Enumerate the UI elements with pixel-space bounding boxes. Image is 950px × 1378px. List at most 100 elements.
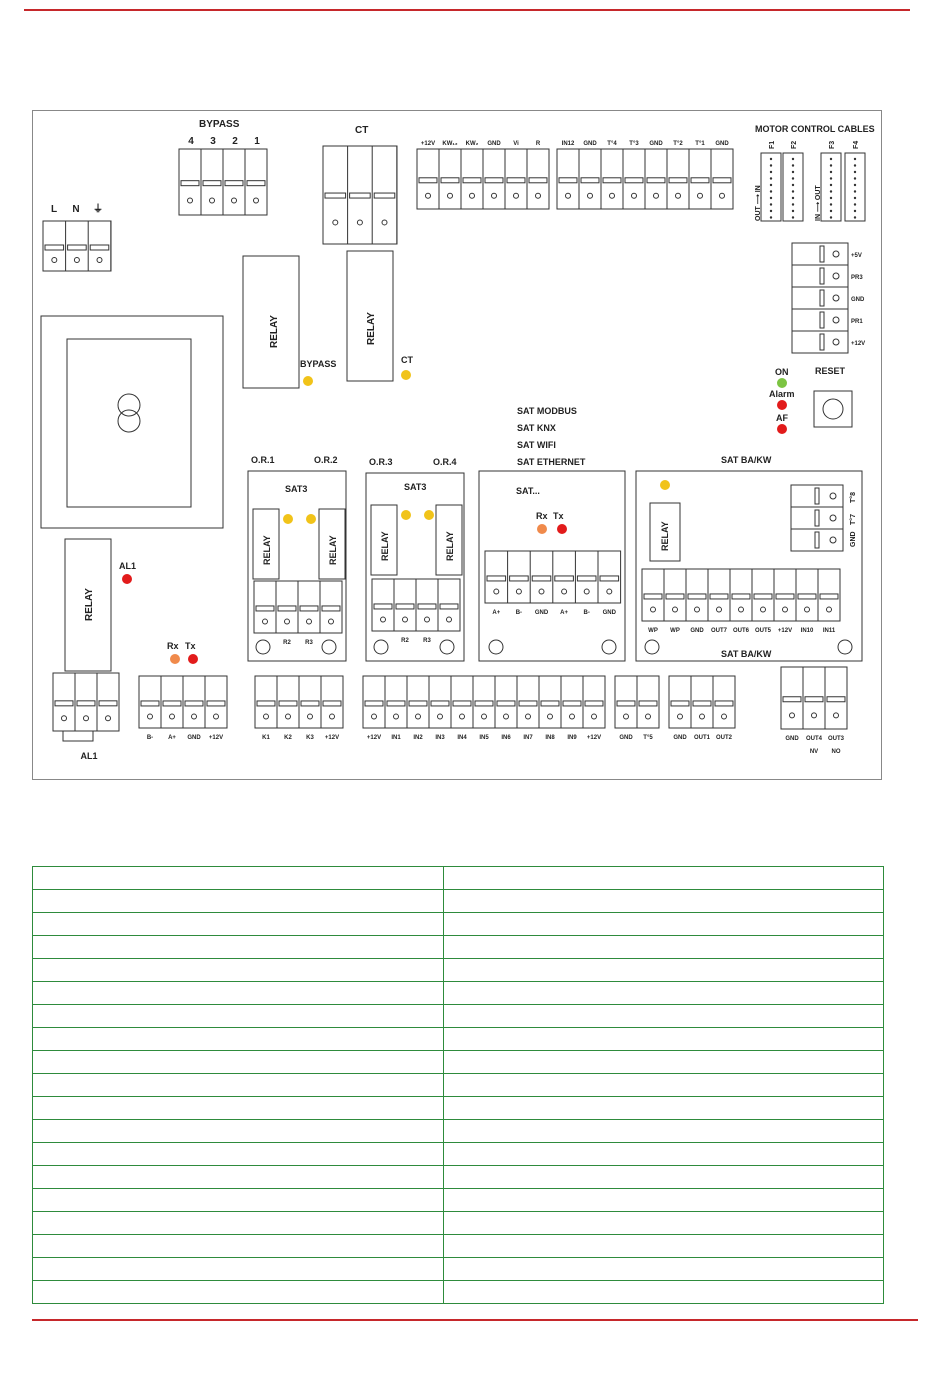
reset-label: RESET [815, 366, 846, 376]
table-cell [32, 1119, 444, 1143]
output-terminal-label: OUT1 [694, 735, 711, 741]
table-cell [32, 1211, 444, 1235]
ba-kw-side-screw [829, 492, 837, 500]
rs485-terminal-clamp [162, 700, 182, 707]
rs485-terminal-clamp [206, 700, 226, 707]
bypass-terminal-screw [209, 197, 215, 204]
reset-button[interactable] [813, 390, 853, 428]
sat-comm-title: SAT... [516, 486, 540, 496]
sat-list-item: SAT MODBUS [517, 406, 577, 416]
k-terminal-label: K3 [306, 735, 314, 741]
motor-pin [769, 183, 773, 187]
sat-comm-terminal-clamp [509, 575, 529, 582]
motor-pin [791, 170, 795, 174]
temp-terminal-clamp [638, 700, 658, 707]
input-terminal-screw [459, 713, 465, 720]
sat3-b-terminal-screw [380, 616, 386, 623]
top-rule [24, 9, 910, 11]
top-terminal-a-clamp [440, 177, 460, 184]
ct-terminal-block [322, 145, 398, 245]
pwr-terminal-clamp [819, 333, 825, 351]
top-terminal-a-screw [425, 192, 431, 199]
sat3-a-relay-1-label: RELAY [262, 535, 272, 565]
input-terminal-label: +12V [367, 735, 381, 741]
sat3-a-board [247, 470, 347, 662]
ba-kw-terminal-label: IN11 [823, 628, 836, 634]
motor-pin [853, 183, 857, 187]
out34-terminal-label: GND [785, 736, 799, 742]
sat3-b-terminal-screw [446, 616, 452, 623]
motor-pin [791, 183, 795, 187]
rs485-terminal-clamp [140, 700, 160, 707]
ba-kw-terminal-block [641, 568, 841, 622]
sat3-b-relay-2-label: RELAY [445, 531, 455, 561]
ba-kw-side-label: T°8 [849, 492, 857, 503]
table-cell [32, 1027, 444, 1051]
motor-pin [791, 216, 795, 219]
sat-comm-terminal-screw [583, 588, 590, 595]
top-terminal-a-clamp [418, 177, 438, 184]
bypass-terminal-clamp [246, 180, 266, 187]
ba-kw-relay [649, 502, 681, 562]
top-terminal-a-label: KW₂ [466, 141, 479, 147]
top-terminal-b-clamp [558, 177, 578, 184]
mount-screw [644, 639, 660, 655]
temp-terminal-screw [623, 713, 629, 720]
bypass-led-label: BYPASS [300, 359, 336, 369]
power-terminal-clamp [67, 244, 87, 251]
pwr-terminal-label: +12V [851, 341, 865, 347]
power-label: ⏚ [93, 203, 103, 215]
output-terminal-label: GND [673, 735, 687, 741]
top-terminal-a-screw [469, 192, 475, 199]
sat3-a-terminal-clamp [255, 605, 275, 612]
input-terminal-label: IN7 [523, 735, 533, 741]
table-row [32, 1211, 884, 1235]
motor-pin [791, 177, 795, 180]
motor-pin [853, 177, 857, 180]
table-cell [32, 1165, 444, 1189]
top-terminal-a-label: GND [487, 141, 501, 147]
table-row [32, 1027, 884, 1051]
ba-kw-side-label: T°7 [849, 514, 857, 525]
or4-label: O.R.4 [433, 457, 457, 467]
input-terminal-screw [503, 713, 509, 720]
ba-kw-side-screw [829, 536, 837, 544]
ba-kw-terminal-clamp [775, 593, 795, 600]
bypass-led [303, 376, 313, 386]
sat3-a-terminal-clamp [321, 605, 341, 612]
input-terminal-screw [481, 713, 487, 720]
mount-screw [488, 639, 504, 655]
input-terminal-label: IN9 [567, 735, 577, 741]
bypass-number: 4 [188, 136, 194, 147]
sat3-b-relay-1-label: RELAY [380, 531, 390, 561]
motor-pin [769, 209, 773, 213]
bypass-title: BYPASS [199, 119, 240, 130]
input-terminal-screw [547, 713, 553, 720]
top-terminal-a-clamp [528, 177, 548, 184]
top-terminal-b-clamp [690, 177, 710, 184]
motor-connector [760, 152, 782, 222]
sat3-b-led-1 [401, 510, 411, 520]
top-terminal-b-clamp [668, 177, 688, 184]
table-cell [443, 1257, 884, 1281]
input-terminal-label: IN6 [501, 735, 511, 741]
pwr-terminal-clamp [819, 245, 825, 263]
table-cell [32, 1050, 444, 1074]
or1-label: O.R.1 [251, 455, 275, 465]
motor-pin [791, 196, 795, 200]
k-terminal-clamp [322, 700, 342, 707]
table-cell [32, 1234, 444, 1258]
table-row [32, 1142, 884, 1166]
top-terminal-b-screw [587, 192, 593, 199]
table-cell [32, 912, 444, 936]
ba-kw-terminal-clamp [709, 593, 729, 600]
sat3-a-title: SAT3 [285, 484, 307, 494]
top-terminal-a-label: KW₁₂ [442, 141, 457, 147]
relay-al1-label: RELAY [84, 588, 95, 621]
input-terminal-screw [569, 713, 575, 720]
sat3-b-led-2 [424, 510, 434, 520]
rx-led-mid [537, 524, 547, 534]
table-cell [32, 1004, 444, 1028]
ba-kw-terminal-screw [760, 606, 766, 613]
input-terminal-screw [415, 713, 421, 720]
